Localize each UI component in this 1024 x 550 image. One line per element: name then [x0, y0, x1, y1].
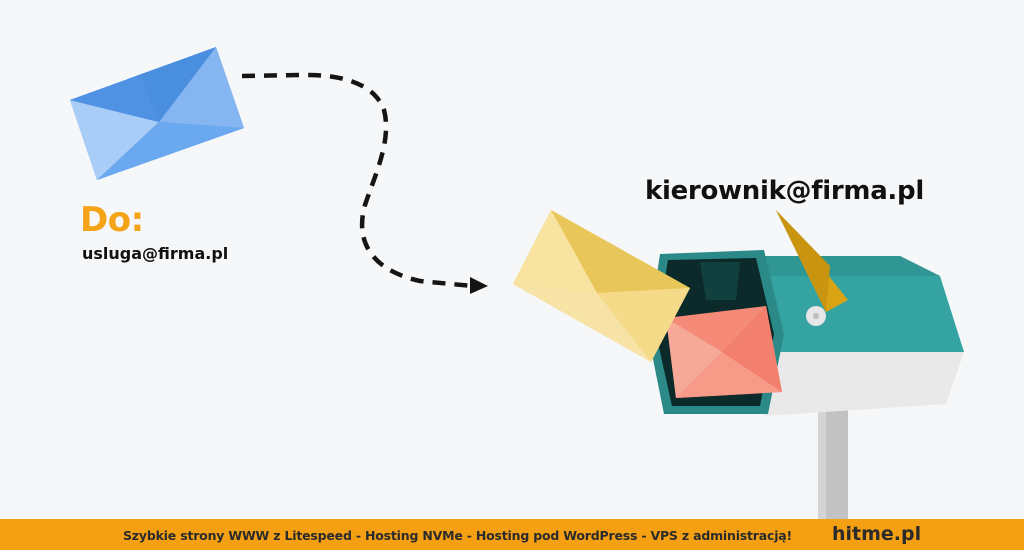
footer-tagline: Szybkie strony WWW z Litespeed - Hosting…: [123, 528, 793, 543]
red-envelope-icon: [666, 306, 782, 398]
yellow-envelope-icon: [513, 210, 690, 362]
to-label: Do:: [80, 200, 144, 240]
mailbox-flag-icon: [776, 210, 848, 326]
recipient-email: kierownik@firma.pl: [645, 176, 924, 206]
dashed-arrow-icon: [241, 72, 488, 294]
mailbox-icon: [648, 250, 964, 416]
footer-banner: Szybkie strony WWW z Litespeed - Hosting…: [0, 519, 1024, 550]
sender-email: usluga@firma.pl: [82, 244, 229, 263]
blue-envelope-icon: [70, 47, 244, 180]
footer-brand[interactable]: hitme.pl: [832, 523, 922, 545]
